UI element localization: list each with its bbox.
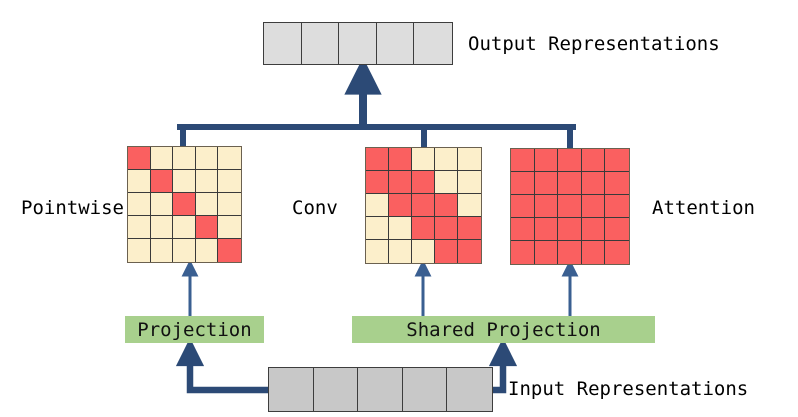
shared-projection-box[interactable]: Shared Projection	[352, 316, 655, 343]
pointwise-cell-2-4	[218, 193, 241, 216]
pointwise-cell-2-2	[173, 193, 196, 216]
attention-cell-1-1	[534, 172, 559, 195]
attention-matrix	[510, 148, 630, 265]
pointwise-matrix	[127, 146, 242, 263]
pointwise-cell-0-3	[195, 147, 219, 170]
pointwise-cell-2-1	[150, 193, 174, 216]
conv-cell-1-1	[389, 171, 412, 194]
attention-cell-2-2	[558, 195, 582, 218]
conv-cell-3-0	[366, 217, 389, 240]
pointwise-cell-1-2	[173, 170, 196, 193]
pointwise-cell-1-0	[128, 170, 151, 193]
attention-cell-0-1	[534, 149, 559, 172]
output-token-cell	[414, 23, 452, 64]
conv-cell-4-0	[366, 240, 389, 263]
conv-cell-4-2	[412, 240, 435, 263]
pointwise-cell-4-2	[173, 239, 196, 262]
input-token-cell	[314, 368, 359, 411]
attention-cell-4-0	[511, 241, 535, 264]
attention-cell-2-0	[511, 195, 535, 218]
conv-cell-3-1	[389, 217, 412, 240]
conv-cell-2-2	[412, 194, 435, 217]
wire-input-to-shared-projection	[488, 337, 518, 394]
attention-cell-1-2	[558, 172, 582, 195]
attention-cell-1-0	[511, 172, 535, 195]
attention-cell-3-1	[534, 218, 559, 241]
conv-cell-4-3	[435, 240, 458, 263]
pointwise-cell-3-4	[218, 216, 241, 239]
input-token-cell	[269, 368, 314, 411]
attention-cell-3-4	[605, 218, 629, 241]
conv-cell-0-4	[458, 148, 481, 171]
attention-cell-4-2	[558, 241, 582, 264]
attention-cell-3-2	[558, 218, 582, 241]
pointwise-cell-0-0	[128, 147, 151, 170]
conv-cell-3-4	[458, 217, 481, 240]
attention-cell-2-1	[534, 195, 559, 218]
pointwise-cell-3-0	[128, 216, 151, 239]
attention-label: Attention	[652, 197, 755, 219]
output-token-cell	[377, 23, 415, 64]
attention-cell-3-0	[511, 218, 535, 241]
attention-cell-2-3	[581, 195, 606, 218]
pointwise-cell-0-1	[150, 147, 174, 170]
input-representations-row	[268, 367, 493, 412]
attention-cell-1-3	[581, 172, 606, 195]
conv-cell-2-3	[435, 194, 458, 217]
output-representations-row	[263, 22, 453, 65]
pointwise-cell-1-3	[195, 170, 219, 193]
pointwise-cell-4-1	[150, 239, 174, 262]
conv-cell-4-1	[389, 240, 412, 263]
attention-cell-4-3	[581, 241, 606, 264]
input-token-cell	[358, 368, 403, 411]
pointwise-label: Pointwise	[21, 197, 124, 219]
wire-input-to-left-projection	[175, 337, 268, 394]
conv-cell-3-3	[435, 217, 458, 240]
attention-cell-3-3	[581, 218, 606, 241]
conv-cell-2-4	[458, 194, 481, 217]
output-representations-label: Output Representations	[468, 33, 720, 55]
pointwise-cell-3-2	[173, 216, 196, 239]
conv-cell-1-0	[366, 171, 389, 194]
conv-cell-0-3	[435, 148, 458, 171]
attention-cell-4-1	[534, 241, 559, 264]
attention-cell-2-4	[605, 195, 629, 218]
conv-cell-3-2	[412, 217, 435, 240]
attention-cell-0-0	[511, 149, 535, 172]
pointwise-cell-2-3	[195, 193, 219, 216]
projection-box[interactable]: Projection	[125, 316, 264, 343]
input-representations-label: Input Representations	[508, 378, 749, 400]
pointwise-cell-3-3	[195, 216, 219, 239]
output-token-cell	[264, 23, 302, 64]
pointwise-cell-3-1	[150, 216, 174, 239]
conv-cell-1-3	[435, 171, 458, 194]
pointwise-cell-2-0	[128, 193, 151, 216]
pointwise-cell-4-0	[128, 239, 151, 262]
conv-cell-0-2	[412, 148, 435, 171]
conv-cell-1-2	[412, 171, 435, 194]
attention-cell-4-4	[605, 241, 629, 264]
attention-cell-0-3	[581, 149, 606, 172]
conv-cell-1-4	[458, 171, 481, 194]
pointwise-cell-4-4	[218, 239, 241, 262]
pointwise-cell-0-4	[218, 147, 241, 170]
output-token-cell	[339, 23, 377, 64]
attention-cell-0-2	[558, 149, 582, 172]
conv-cell-4-4	[458, 240, 481, 263]
pointwise-cell-0-2	[173, 147, 196, 170]
conv-cell-2-1	[389, 194, 412, 217]
attention-cell-1-4	[605, 172, 629, 195]
pointwise-cell-1-1	[150, 170, 174, 193]
conv-cell-2-0	[366, 194, 389, 217]
input-token-cell	[403, 368, 448, 411]
output-token-cell	[302, 23, 340, 64]
attention-cell-0-4	[605, 149, 629, 172]
input-token-cell	[447, 368, 492, 411]
pointwise-cell-4-3	[195, 239, 219, 262]
conv-matrix	[365, 147, 482, 264]
conv-cell-0-0	[366, 148, 389, 171]
conv-cell-0-1	[389, 148, 412, 171]
pointwise-cell-1-4	[218, 170, 241, 193]
conv-label: Conv	[292, 197, 338, 219]
